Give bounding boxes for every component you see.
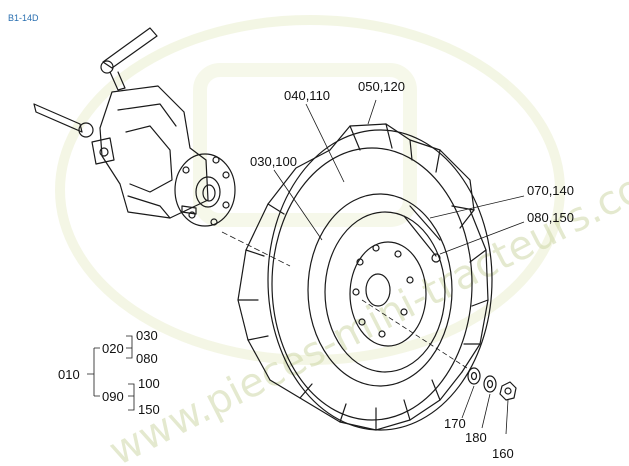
watermark-logo — [55, 15, 565, 365]
diagram-code: B1-14D — [8, 13, 39, 23]
label-080-150: 080,150 — [527, 210, 574, 225]
bom-group-a: 020 — [102, 341, 124, 356]
label-070-140: 070,140 — [527, 183, 574, 198]
wheel-tire — [237, 123, 493, 431]
bom-group-b-child-1: 100 — [138, 376, 160, 391]
label-040-110: 040,110 — [284, 88, 330, 103]
label-050-120: 050,120 — [358, 79, 405, 94]
bom-tree — [87, 335, 135, 411]
alignment-line — [221, 231, 291, 267]
label-160: 160 — [492, 446, 514, 461]
bom-group-b: 090 — [102, 389, 124, 404]
bom-group-b-child-2: 150 — [138, 402, 160, 417]
axle-hub-assembly — [33, 27, 236, 227]
bom-root: 010 — [58, 367, 80, 382]
label-180: 180 — [465, 430, 487, 445]
label-030-100: 030,100 — [250, 154, 297, 169]
bom-group-a-child-1: 030 — [136, 328, 158, 343]
bom-group-a-child-2: 080 — [136, 351, 158, 366]
hardware-stack — [361, 299, 517, 401]
callouts — [273, 99, 525, 435]
label-170: 170 — [444, 416, 466, 431]
